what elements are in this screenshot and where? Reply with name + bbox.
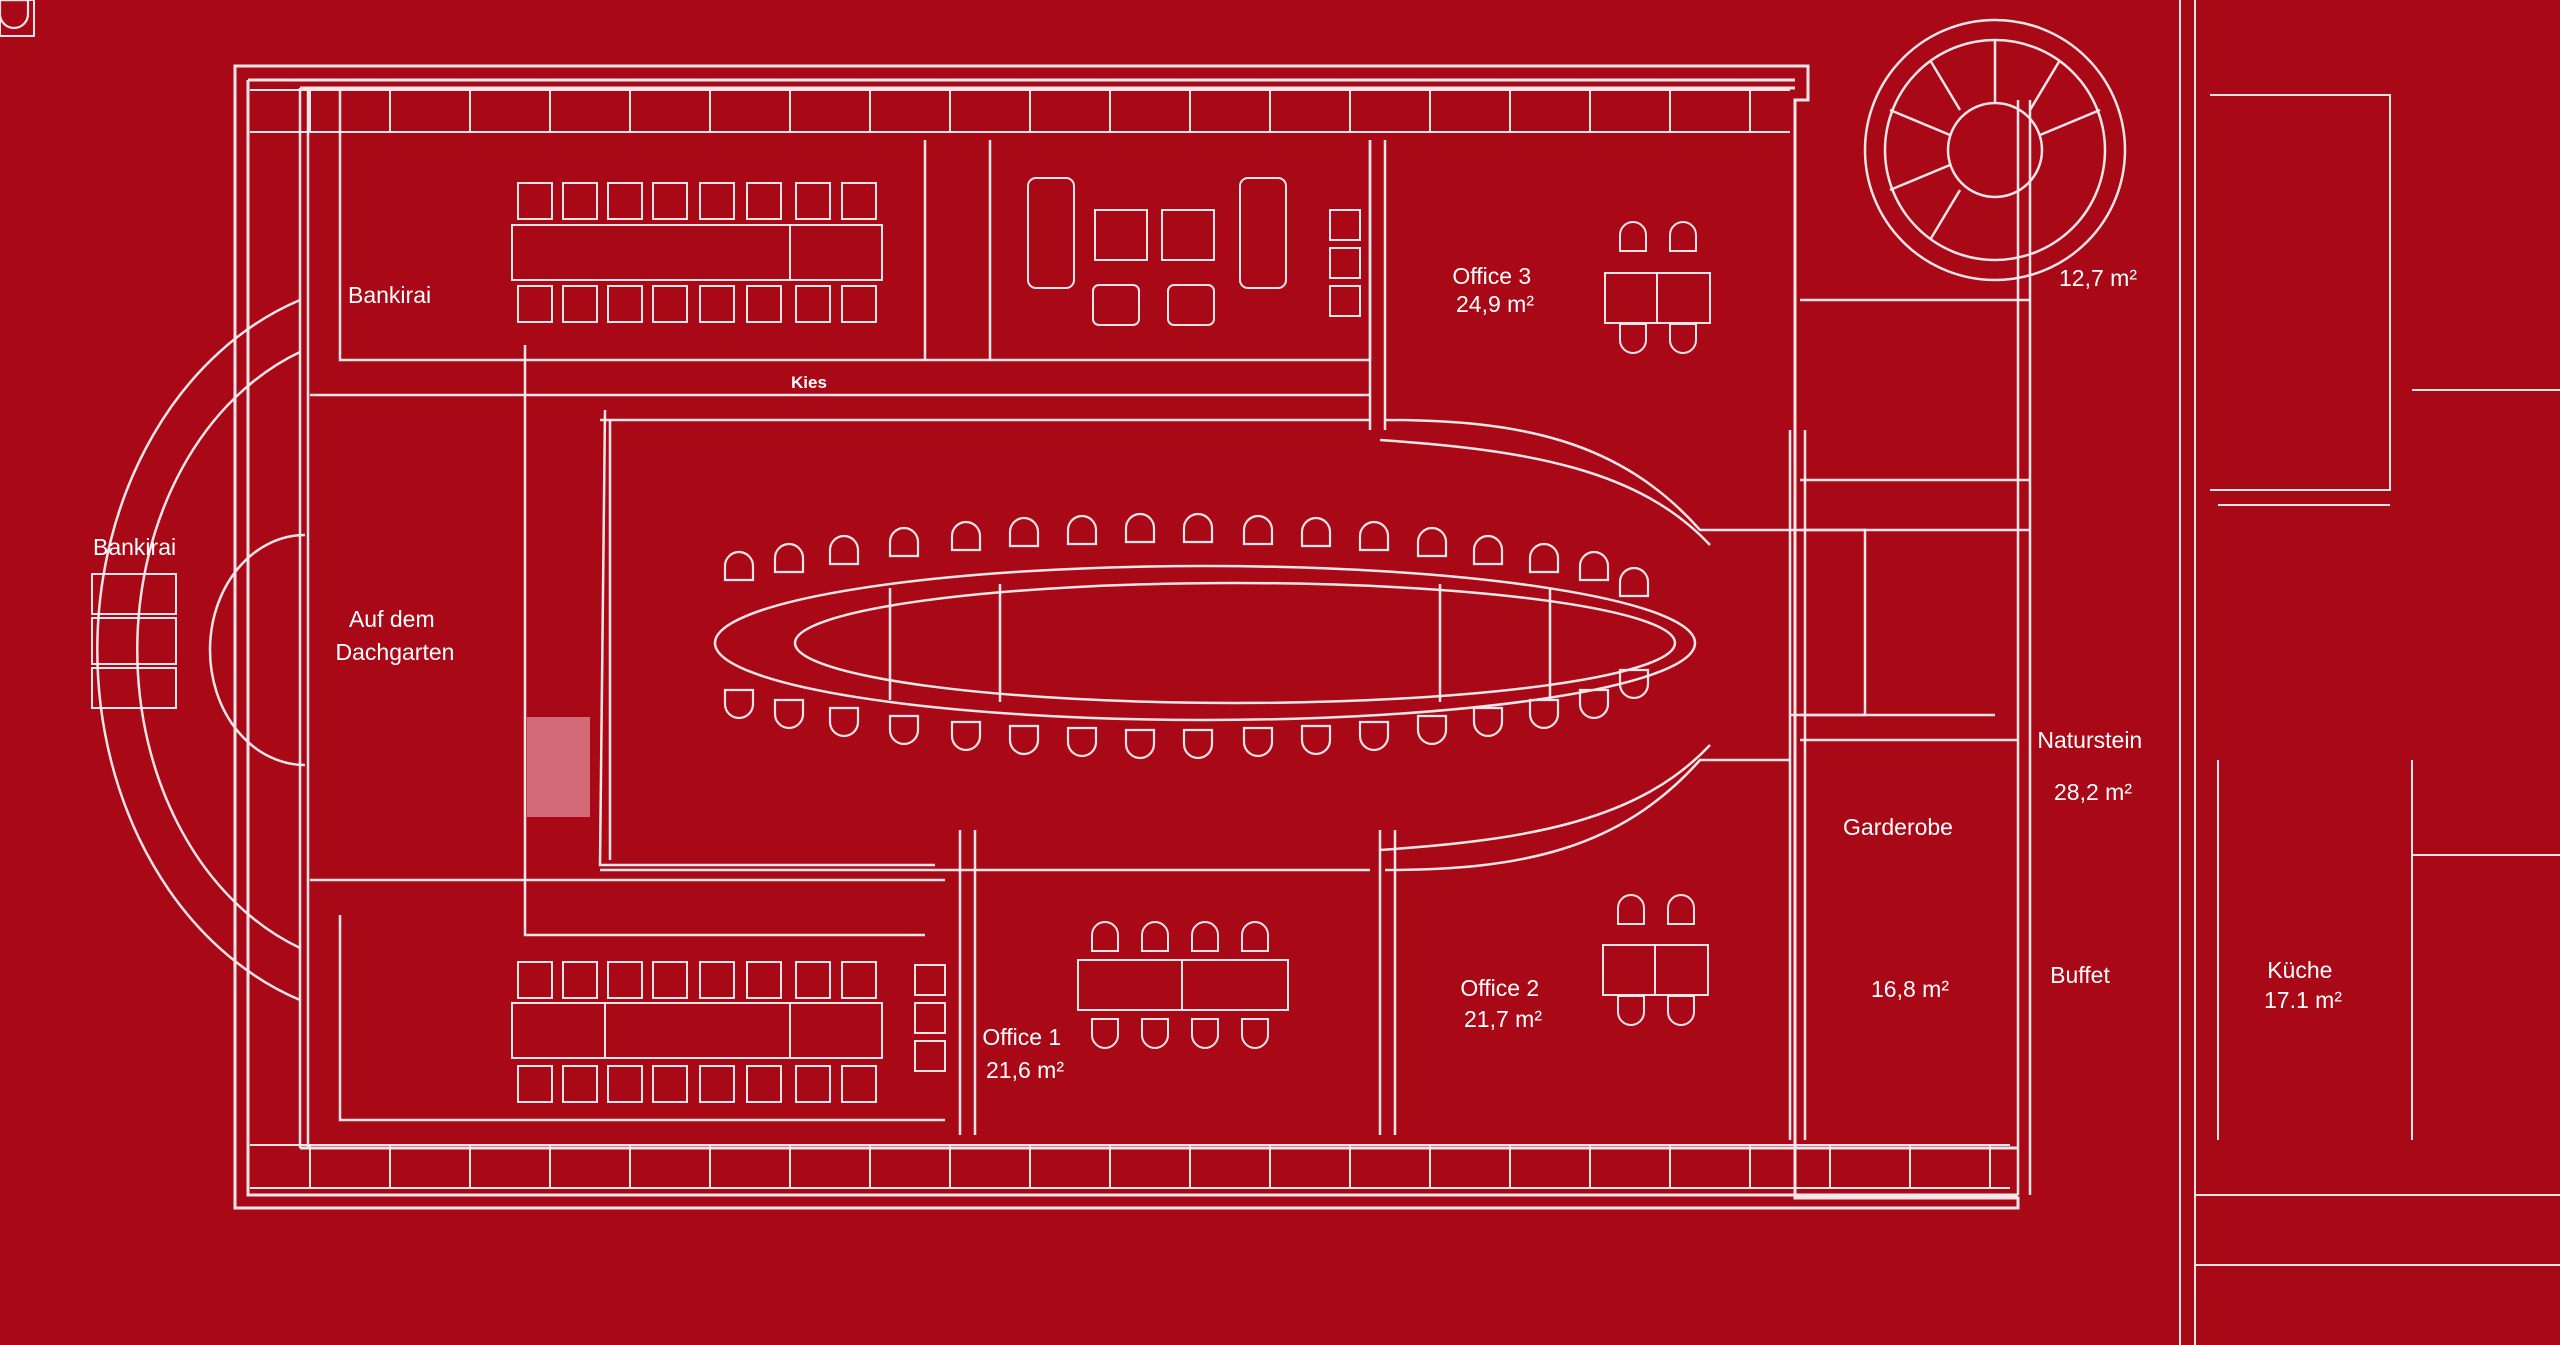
label-office-1: Office 1 21,6 m² <box>982 1024 1067 1083</box>
label-kueche: Küche 17.1 m² <box>2264 957 2342 1013</box>
conference-table <box>713 564 1697 722</box>
facade-bays <box>250 89 2010 1189</box>
spiral-staircase <box>1863 18 2127 282</box>
label-bankirai-left: Bankirai <box>93 534 176 560</box>
label-dachgarten: Auf dem Dachgarten <box>336 606 455 665</box>
label-naturstein: Naturstein 28,2 m² <box>2037 727 2148 805</box>
left-terrace <box>96 88 310 1148</box>
label-stair-hall: 12,7 m² <box>2059 265 2137 291</box>
office-furniture <box>91 221 1711 1049</box>
upper-seating <box>0 0 1361 326</box>
glass-panel <box>527 717 590 817</box>
label-bankirai-top: Bankirai <box>348 282 431 308</box>
label-garderobe: Garderobe <box>1843 814 1953 840</box>
central-hall <box>523 345 1867 937</box>
label-kies: Kies <box>791 373 827 392</box>
room-labels: Bankirai Bankirai Auf dem Dachgarten Off… <box>93 263 2342 1083</box>
label-office-2: Office 2 21,7 m² <box>1460 975 1545 1032</box>
label-office-3: Office 3 24,9 m² <box>1452 263 1537 317</box>
outer-walls <box>233 64 2020 1210</box>
right-rooms <box>2179 0 2560 1345</box>
lower-seating <box>511 961 946 1103</box>
label-garderobe-area: 16,8 m² <box>1871 976 1949 1002</box>
inner-walls <box>310 90 2032 1195</box>
label-buffet: Buffet <box>2050 962 2110 988</box>
